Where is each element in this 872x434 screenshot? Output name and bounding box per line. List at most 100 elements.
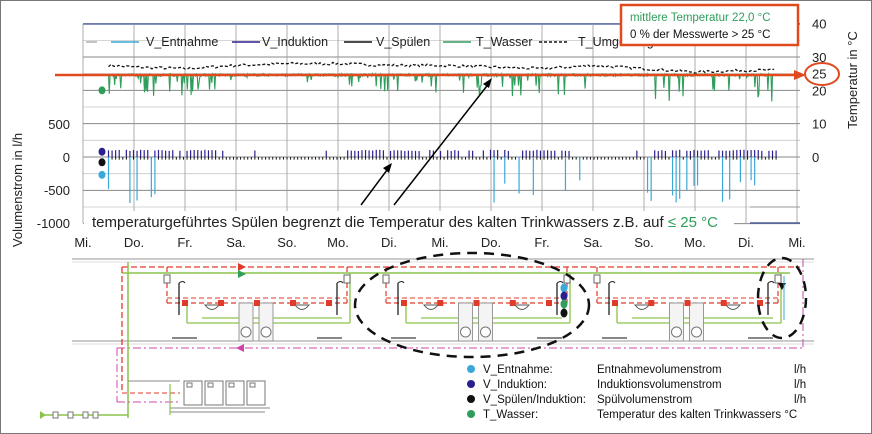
x-tick-label: Sa. (583, 235, 603, 250)
x-tick-label: Mi. (788, 235, 805, 250)
shower-icon (608, 281, 616, 284)
y-right-tick-label: 10 (812, 117, 826, 132)
toilet-icon (460, 326, 471, 338)
limit-line (55, 62, 840, 86)
legend-key: V_Induktion: (483, 379, 547, 391)
limit-circle (804, 62, 840, 86)
valve-icon (382, 274, 390, 284)
series-marker-dot (98, 170, 106, 179)
shower-icon (556, 281, 564, 284)
toilet-icon (691, 326, 702, 338)
valve-icon (437, 300, 444, 306)
ticks: 5000-500-100040302520100Mi.Do.Fr.Sa.So.M… (37, 17, 827, 250)
valve-icon (182, 300, 188, 306)
legend-label: V_Entnahme (146, 35, 218, 49)
flow-arrow-icon (236, 344, 244, 352)
fitting-icon (82, 411, 89, 419)
sink-icon (293, 304, 311, 310)
highlight-ellipse (756, 256, 808, 340)
sink-icon (422, 304, 440, 310)
x-tick-label: Mo. (327, 235, 349, 250)
valve-icon (326, 300, 332, 306)
annotation-main: temperaturgeführtes Spülen begrenzt die … (92, 214, 668, 231)
sink-icon (513, 304, 531, 310)
y-left-tick-label: 0 (63, 150, 70, 165)
x-tick-label: Mo. (684, 235, 706, 250)
legend-label: V_Spülen (376, 35, 430, 49)
x-tick-label: Fr. (177, 235, 192, 250)
sensor-dot (560, 299, 568, 309)
inlet-icon (40, 411, 46, 419)
bathroom-section (163, 267, 351, 342)
valve-icon (684, 300, 691, 306)
legend-unit: l/h (794, 364, 806, 376)
heater-display (228, 382, 235, 388)
arrow-head-icon (383, 163, 392, 173)
highlight-ellipse (353, 251, 591, 359)
legend-description: Spülvolumenstrom (597, 394, 692, 406)
sensor-dot (560, 291, 568, 301)
sensor-dot (560, 308, 568, 318)
bathroom-section (593, 267, 782, 342)
fitting-icon (92, 411, 99, 419)
grid (82, 23, 800, 225)
y-right-tick-label: 40 (812, 17, 826, 32)
series-marker-dot (98, 86, 106, 95)
valve-icon (473, 300, 480, 306)
x-tick-label: Do. (481, 235, 501, 250)
valve-icon (401, 300, 407, 306)
sensor-dot (560, 283, 568, 293)
series (98, 61, 777, 204)
legend-dot (467, 410, 475, 418)
x-tick-label: Di. (381, 235, 397, 250)
y-right-tick-label: 30 (812, 50, 826, 65)
valve-icon (290, 300, 296, 306)
annotation-highlight: ≤ 25 °C (668, 214, 718, 231)
legend-key: T_Wasser: (483, 409, 538, 421)
legend-dot (467, 365, 475, 373)
legend-key: V_Spülen/Induktion: (483, 394, 586, 406)
series-marker-dot (98, 158, 106, 167)
flush-valve-icon (778, 283, 786, 290)
valve-icon (757, 300, 763, 306)
sink-icon (724, 304, 742, 310)
x-tick-label: So. (277, 235, 297, 250)
arrow-head-icon (483, 78, 492, 88)
x-tick-label: Mi. (74, 235, 91, 250)
x-tick-label: Di. (738, 235, 754, 250)
shower-icon (767, 281, 775, 284)
legend-description: Induktionsvolumenstrom (597, 379, 722, 391)
heater-display (249, 382, 256, 388)
x-tick-label: Sa. (226, 235, 246, 250)
schematic-legend-item: T_Wasser:Temperatur des kalten Trinkwass… (467, 409, 797, 421)
legend-description: Entnahmevolumenstrom (597, 364, 722, 376)
schematic-legend-item: V_Induktion: Induktionsvolumenstrom l/h (467, 379, 806, 391)
shower-icon (336, 281, 344, 284)
toilet-icon (671, 326, 682, 338)
valve-icon (163, 274, 171, 284)
y-left-tick-label: -500 (44, 183, 70, 198)
bathroom-section (382, 267, 571, 342)
valve-icon (254, 300, 260, 306)
toilet-icon (480, 326, 491, 338)
x-tick-label: Fr. (534, 235, 549, 250)
legend-dot (467, 395, 475, 403)
toilet-icon (260, 326, 272, 338)
series-t-umgebung (108, 61, 775, 74)
fitting-icon (52, 411, 59, 419)
legend-key: V_Entnahme: (483, 364, 553, 376)
info-box-line2: 0 % der Messwerte > 25 °C (630, 29, 770, 41)
toilet-icon (240, 326, 252, 338)
y-axis-left-label: Volumenstrom in l/h (10, 133, 25, 247)
shower-icon (178, 281, 186, 284)
legend-unit: l/h (794, 379, 806, 391)
y-axis-right-label: Temperatur in °C (845, 31, 860, 129)
x-tick-label: Mi. (431, 235, 448, 250)
info-box: mittlere Temperatur 22,0 °C 0 % der Mess… (619, 3, 800, 47)
annotation-text: temperaturgeführtes Spülen begrenzt die … (92, 214, 718, 231)
valve-icon (343, 274, 351, 284)
